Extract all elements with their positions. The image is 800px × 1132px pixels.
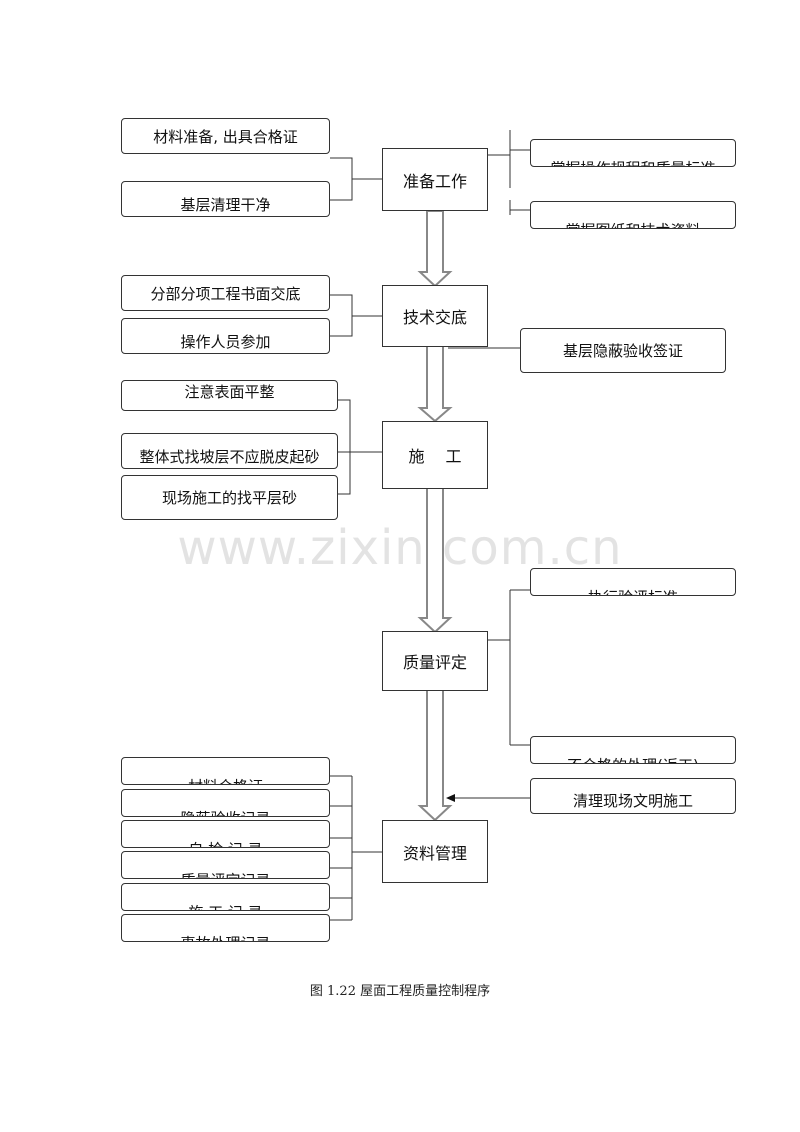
left-prep-2: 基层清理干净 xyxy=(121,181,330,217)
watermark: www.zixin.com.cn xyxy=(177,520,623,576)
arrow-eval-docs xyxy=(417,689,453,822)
arrow-cons-eval xyxy=(417,487,453,634)
step-tech: 技术交底 xyxy=(382,285,488,347)
left-docs-2: 隐蔽验收记录 xyxy=(121,789,330,817)
step-construct: 施 工 xyxy=(382,421,488,489)
arrow-prep-tech xyxy=(417,210,453,288)
right-tech-1: 基层隐蔽验收签证 xyxy=(520,328,726,373)
left-docs-5: 施 工 记 录 xyxy=(121,883,330,911)
right-docs-1: 清理现场文明施工 xyxy=(530,778,736,814)
step-eval: 质量评定 xyxy=(382,631,488,691)
right-eval-1: 执行验评标准 xyxy=(530,568,736,596)
left-tech-1: 分部分项工程书面交底 xyxy=(121,275,330,311)
left-cons-1: 注意表面平整 xyxy=(121,380,338,411)
left-tech-2: 操作人员参加 xyxy=(121,318,330,354)
left-docs-1: 材料合格证 xyxy=(121,757,330,785)
arrow-tech-cons xyxy=(417,345,453,423)
left-prep-1: 材料准备, 出具合格证 xyxy=(121,118,330,154)
right-prep-2: 掌握图纸和技术资料 xyxy=(530,201,736,229)
left-cons-3: 现场施工的找平层砂 xyxy=(121,475,338,520)
left-docs-6: 事故处理记录 xyxy=(121,914,330,942)
left-docs-3: 自 检 记 录 xyxy=(121,820,330,848)
step-docs: 资料管理 xyxy=(382,820,488,883)
left-docs-4: 质量评定记录 xyxy=(121,851,330,879)
right-eval-2: 不合格的处理(返工) xyxy=(530,736,736,764)
figure-caption: 图 1.22 屋面工程质量控制程序 xyxy=(309,984,491,999)
left-cons-2: 整体式找坡层不应脱皮起砂 xyxy=(121,433,338,469)
right-prep-1: 掌握操作规程和质量标准 xyxy=(530,139,736,167)
arrow-head-cleanup xyxy=(446,794,455,802)
step-prep: 准备工作 xyxy=(382,148,488,211)
